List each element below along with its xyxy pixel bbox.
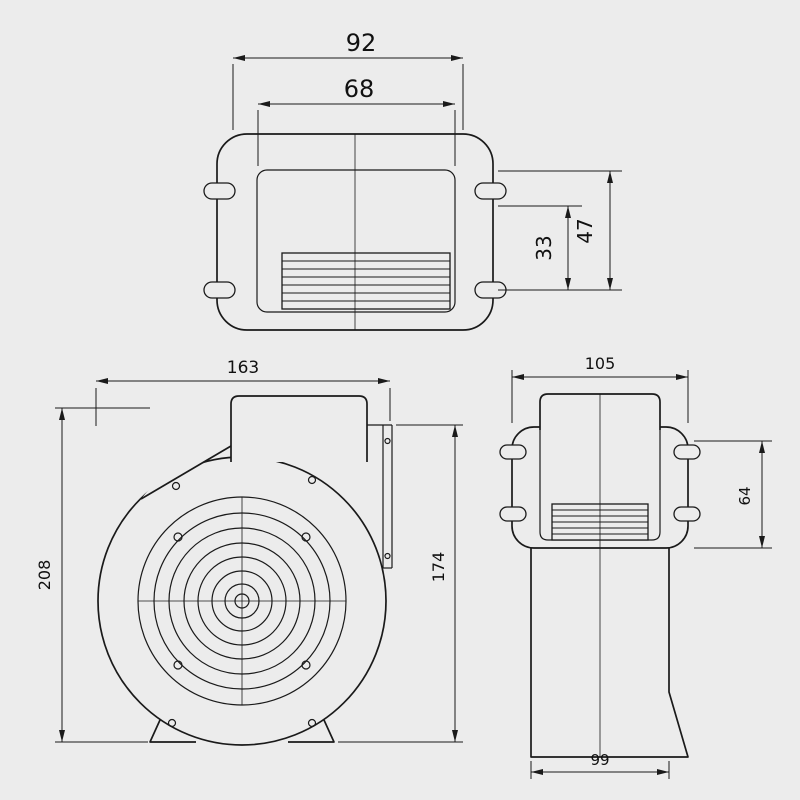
grille-screw <box>301 660 311 670</box>
vent-grille-frame <box>281 252 451 310</box>
dim-front-width: 163 <box>95 358 391 426</box>
top-view-mounting-slots <box>203 182 507 299</box>
housing-screw <box>307 475 317 485</box>
housing-screw <box>307 718 317 728</box>
dim-side-bracket-height: 64 <box>694 440 772 549</box>
front-view: 163 208 174 <box>35 358 463 746</box>
dim-top-inner-width: 68 <box>257 75 456 166</box>
grille-screw <box>301 532 311 542</box>
dim-label-33: 33 <box>532 235 556 260</box>
foot-right <box>288 719 335 743</box>
front-view-housing-screws <box>167 475 317 728</box>
dim-front-height: 208 <box>35 407 150 743</box>
dim-side-body-width: 99 <box>530 751 670 779</box>
top-view-vent-grille <box>281 252 451 310</box>
mounting-slot <box>673 444 701 460</box>
side-view-mounting-slots <box>499 444 701 522</box>
front-view-inlet-grille <box>137 496 347 706</box>
dim-label-47: 47 <box>573 218 597 243</box>
grille-screw <box>173 532 183 542</box>
flange-hole <box>384 552 391 560</box>
dim-top-outer-depth: 47 <box>498 170 622 291</box>
dim-label-105: 105 <box>585 354 616 373</box>
side-view: 105 64 99 <box>499 354 772 779</box>
mounting-slot <box>474 182 507 200</box>
front-view-outlet <box>230 395 368 462</box>
dim-side-width: 105 <box>511 354 689 423</box>
front-view-feet <box>149 719 335 743</box>
dim-label-208: 208 <box>35 560 54 591</box>
foot-left <box>149 719 196 743</box>
dim-top-inner-depth: 33 <box>498 205 582 290</box>
dim-label-68: 68 <box>344 75 375 103</box>
mounting-slot <box>203 281 236 299</box>
top-view-inner-outline <box>256 169 456 313</box>
dim-top-outer-width: 92 <box>232 29 464 130</box>
front-view-scroll-diagonal <box>140 445 232 500</box>
dim-label-92: 92 <box>346 29 377 57</box>
housing-screw <box>167 718 177 728</box>
housing-screw <box>171 481 181 491</box>
mounting-slot <box>673 506 701 522</box>
side-view-motor-body <box>530 548 689 758</box>
dim-front-height-right: 174 <box>338 424 463 743</box>
dim-label-163: 163 <box>227 358 259 378</box>
mounting-slot <box>499 444 527 460</box>
dim-label-174: 174 <box>429 552 448 583</box>
top-view: 92 68 47 33 <box>203 29 622 331</box>
mounting-slot <box>499 506 527 522</box>
front-view-mounting-flange <box>367 424 393 569</box>
grille-screw <box>173 660 183 670</box>
dim-label-99: 99 <box>590 751 609 769</box>
flange-hole <box>384 437 391 445</box>
mounting-slot <box>203 182 236 200</box>
dim-label-64: 64 <box>736 486 754 505</box>
